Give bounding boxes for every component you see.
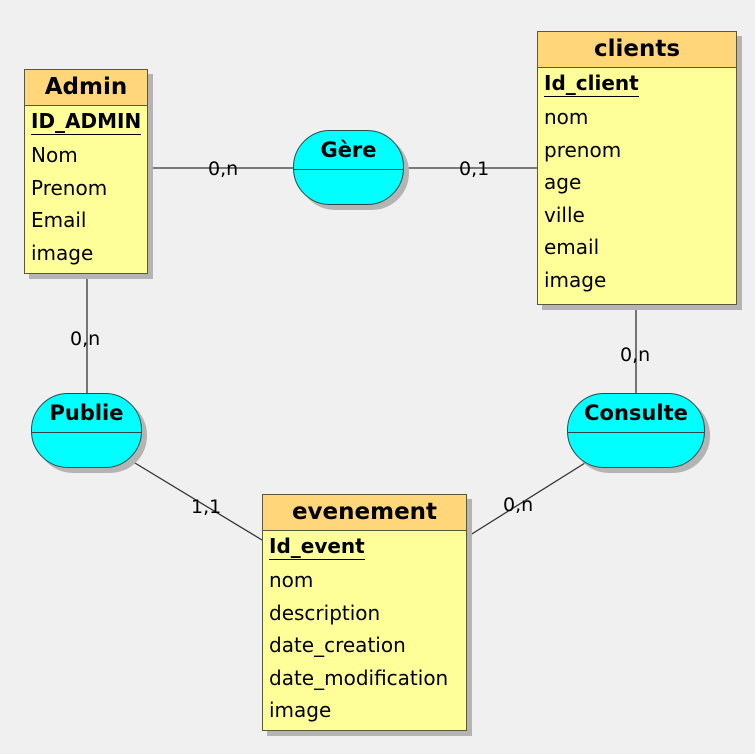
entity-evenement[interactable]: evenement Id_event nom description date_… [262, 494, 467, 731]
link-consulte-evenement [466, 462, 586, 538]
entity-evenement-title: evenement [263, 495, 466, 531]
attribute: age [544, 170, 582, 194]
entity-clients-key: Id_client [544, 71, 639, 97]
attribute: nom [544, 105, 589, 129]
relation-gere[interactable]: Gère [293, 130, 404, 205]
attribute: Prenom [31, 175, 108, 200]
cardinality-gere-clients: 0,1 [459, 158, 490, 180]
entity-admin[interactable]: Admin ID_ADMIN Nom Prenom Email image [24, 69, 148, 274]
entity-admin-key: ID_ADMIN [31, 109, 142, 135]
attribute: image [269, 698, 332, 722]
relation-consulte[interactable]: Consulte [567, 393, 705, 468]
attribute: Email [31, 208, 87, 232]
attribute: nom [269, 568, 314, 592]
relation-publie-label: Publie [32, 394, 141, 433]
attribute: prenom [544, 137, 622, 162]
entity-clients[interactable]: clients Id_client nom prenom age ville e… [537, 31, 737, 305]
entity-admin-title: Admin [25, 70, 147, 106]
relation-publie[interactable]: Publie [31, 393, 142, 468]
attribute: email [544, 235, 600, 259]
entity-evenement-key: Id_event [269, 534, 365, 560]
attribute: image [31, 240, 94, 265]
cardinality-admin-gere: 0,n [208, 158, 239, 180]
attribute: ville [544, 202, 585, 227]
cardinality-consulte-evenement: 0,n [503, 494, 534, 516]
relation-consulte-label: Consulte [568, 394, 704, 433]
attribute: date_creation [269, 633, 406, 657]
cardinality-publie-evenement: 1,1 [191, 496, 222, 518]
attribute: date_modification [269, 665, 449, 690]
attribute: Nom [31, 143, 78, 167]
relation-gere-label: Gère [294, 131, 403, 170]
attribute: image [544, 267, 607, 292]
cardinality-clients-consulte: 0,n [620, 344, 651, 366]
entity-clients-title: clients [538, 32, 736, 68]
attribute: description [269, 600, 381, 625]
cardinality-admin-publie: 0,n [70, 328, 101, 350]
link-publie-evenement [129, 459, 263, 541]
